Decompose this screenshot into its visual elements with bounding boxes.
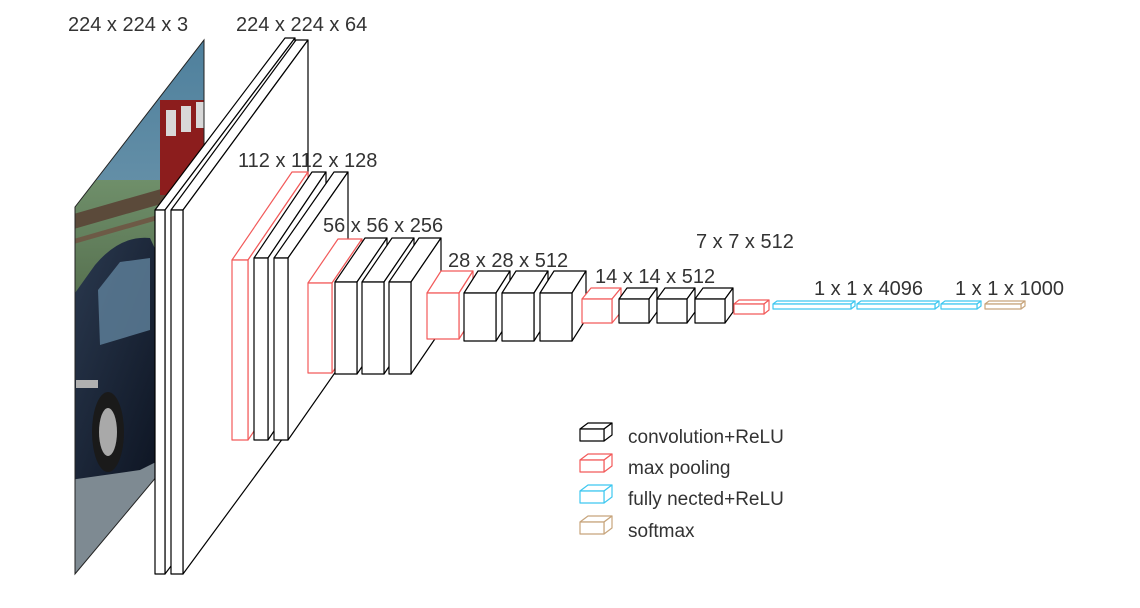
conv4-layer-c — [539, 270, 587, 342]
legend-label-pool: max pooling — [628, 458, 730, 479]
label-softmax: 1 x 1 x 1000 — [955, 278, 1064, 300]
pool4-layer — [581, 287, 622, 324]
legend-label-fc: fully nected+ReLU — [628, 489, 784, 510]
fc1-layer — [772, 300, 856, 310]
legend-swatch-fc-shape — [579, 484, 613, 504]
label-pool5: 7 x 7 x 512 — [696, 231, 794, 253]
legend-swatch-pool — [579, 453, 613, 473]
legend-swatch-conv — [579, 422, 613, 442]
legend: convolution+ReLU max pooling fully necte… — [579, 422, 784, 542]
conv5-layer-a — [618, 287, 658, 324]
fc2-layer — [856, 300, 940, 310]
legend-item-fc: fully nected+ReLU — [579, 484, 784, 510]
legend-swatch-fc — [579, 484, 613, 504]
label-fc: 1 x 1 x 4096 — [814, 278, 923, 300]
legend-label-softmax: softmax — [628, 521, 695, 542]
legend-swatch-pool-shape — [579, 453, 613, 473]
label-conv5: 14 x 14 x 512 — [595, 266, 715, 288]
conv3-layer-c — [388, 237, 442, 375]
fc3-layer — [940, 300, 982, 310]
dimension-labels: 224 x 224 x 3 224 x 224 x 64 112 x 112 x… — [68, 14, 1064, 300]
label-conv1: 224 x 224 x 64 — [236, 14, 367, 36]
layer-blocks — [154, 37, 1026, 575]
legend-item-pool: max pooling — [579, 453, 730, 479]
legend-item-softmax: softmax — [579, 515, 695, 542]
label-input: 224 x 224 x 3 — [68, 14, 188, 36]
label-conv4: 28 x 28 x 512 — [448, 250, 568, 272]
label-conv2: 112 x 112 x 128 — [238, 150, 377, 172]
pool5-layer — [733, 299, 770, 315]
legend-swatch-softmax — [579, 515, 613, 535]
label-conv3: 56 x 56 x 256 — [323, 215, 443, 237]
conv5-layer-b — [656, 287, 696, 324]
conv5-layer-c — [694, 287, 734, 324]
legend-swatch-softmax-shape — [579, 515, 613, 535]
legend-label-conv: convolution+ReLU — [628, 427, 784, 448]
softmax-layer — [984, 300, 1026, 310]
legend-swatch-conv-shape — [579, 422, 613, 442]
legend-item-conv: convolution+ReLU — [579, 422, 784, 448]
